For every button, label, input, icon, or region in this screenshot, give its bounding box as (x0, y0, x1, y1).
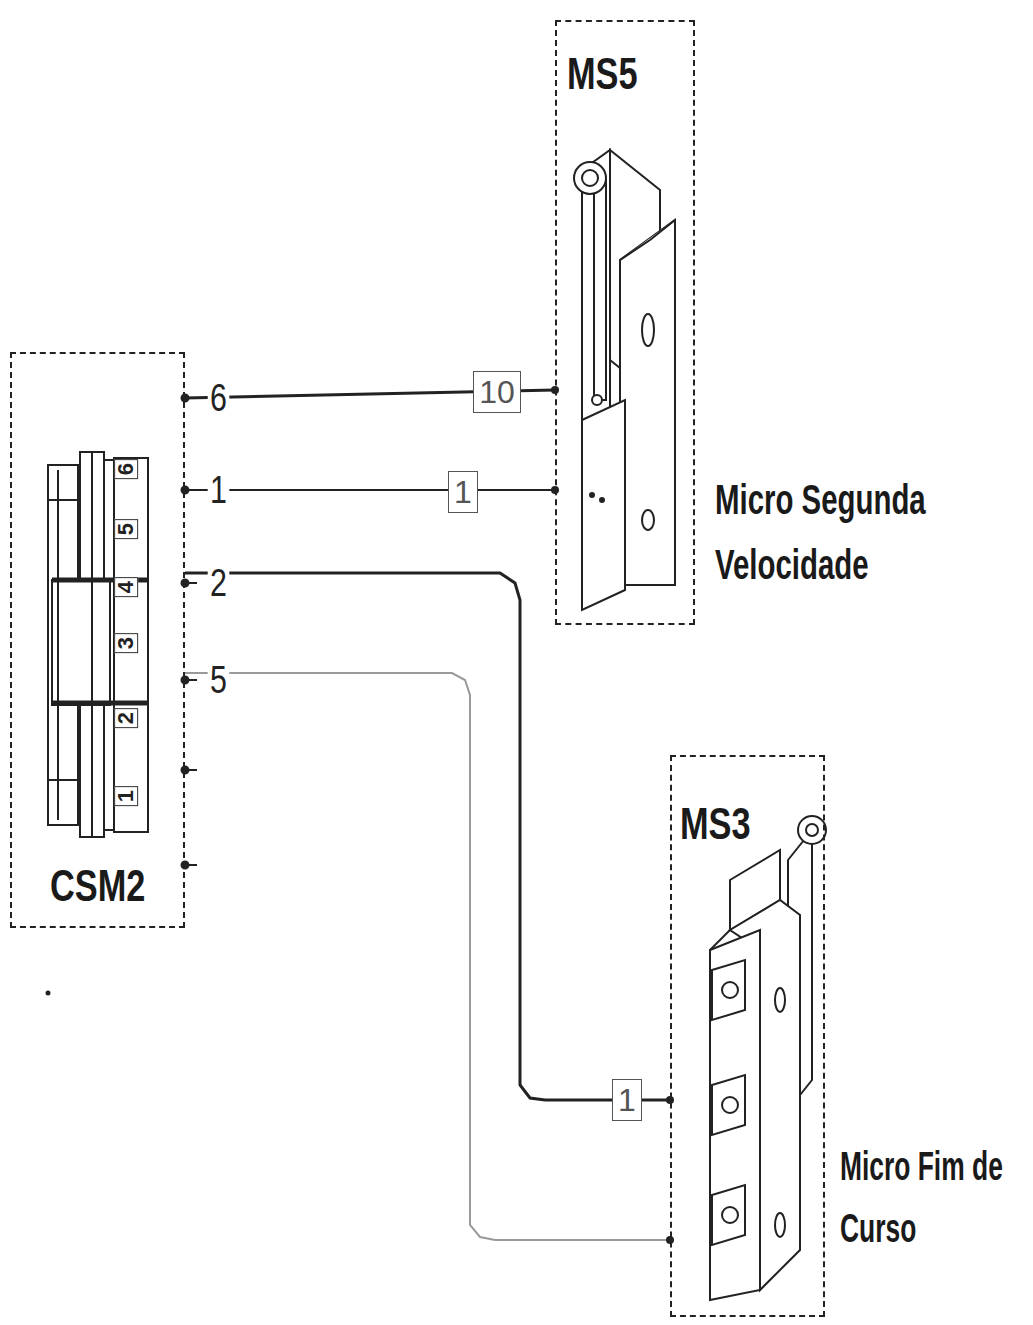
wire-number: 1 (612, 1079, 642, 1121)
terminal-number: 6 (114, 459, 138, 479)
terminal-number: 5 (114, 519, 138, 539)
wire (185, 673, 674, 1244)
pin-number: 2 (208, 564, 230, 602)
ms5-switch (574, 150, 675, 610)
terminal-number: 1 (114, 786, 138, 806)
part-name: CSM2 (50, 864, 145, 908)
wire-path (185, 673, 670, 1240)
switch-box: MS5Micro Segunda Velocidade (555, 20, 695, 625)
terminal-number: 2 (114, 708, 138, 728)
dot (46, 991, 51, 996)
connector-body (48, 452, 148, 837)
wire (185, 486, 559, 494)
wire-path (185, 573, 670, 1100)
pin-number: 6 (208, 379, 230, 417)
part-name: MS3 (680, 802, 751, 846)
connector-box: CSM2 (10, 352, 185, 928)
wire (185, 573, 674, 1104)
pin-number: 5 (208, 661, 230, 699)
wire-number: 10 (473, 371, 521, 413)
switch-box: MS3Micro Fim de Curso (670, 755, 825, 1317)
pin-number: 1 (208, 471, 230, 509)
part-description: Micro Segunda Velocidade (715, 467, 939, 597)
part-name: MS5 (567, 52, 638, 96)
wire-number: 1 (448, 471, 478, 513)
ms3-switch (710, 816, 826, 1300)
terminal-number: 4 (114, 577, 138, 597)
terminal-number: 3 (114, 633, 138, 653)
wire-path (185, 489, 555, 491)
part-description: Micro Fim de Curso (840, 1135, 1012, 1259)
